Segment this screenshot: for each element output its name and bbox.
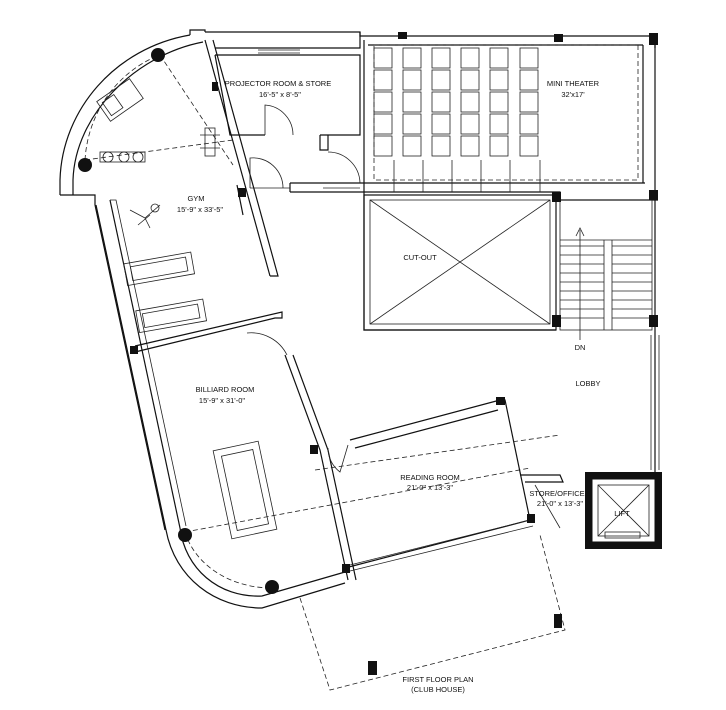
theater-seat [489,69,509,91]
theater-seat [519,91,539,113]
lift [585,472,662,549]
gym-size: 15'-9" x 33'-5" [177,205,223,214]
theater-seat [373,47,393,69]
reading-room-size: 21'-0" x 13'-3" [407,483,453,492]
theater-seat [402,135,422,157]
theater-seat [519,69,539,91]
theater-seat [373,135,393,157]
plan-title-line1: FIRST FLOOR PLAN [402,675,473,684]
theater-seat [489,47,509,69]
lobby-name: LOBBY [575,379,600,388]
gym-walls [84,39,290,353]
gym-equipment [96,78,220,334]
theater-seat [489,135,509,157]
theater-seat [460,113,480,135]
theater-seat [519,47,539,69]
billiard-room [184,332,531,589]
gym-name: GYM [187,194,204,203]
theater-seat [373,113,393,135]
theater-seat [460,47,480,69]
stair-direction-label: DN [575,343,586,352]
theater-seat [402,69,422,91]
outer-walls [59,29,346,609]
theater-seat [460,69,480,91]
theater-seat [519,113,539,135]
projector-room-size: 16'-5" x 8'-5" [259,90,301,99]
lift-name: LIFT [614,509,630,518]
billiard-room-name: BILLIARD ROOM [196,385,255,394]
mini-theater-name: MINI THEATER [547,79,600,88]
theater-seat [489,91,509,113]
cutout-name: CUT-OUT [403,253,437,262]
theater-seat [519,135,539,157]
billiard-room-size: 15'-9" x 31'-0" [199,396,245,405]
top-walls [205,31,658,331]
store-office-size: 21'-0" x 13'-3" [537,499,583,508]
theater-seat [460,91,480,113]
cutout-area [363,194,557,331]
theater-seat [431,69,451,91]
theater-seat [402,113,422,135]
balcony-outline [299,534,566,691]
theater-seat [431,91,451,113]
east-wall [650,200,660,472]
theater-seat [460,135,480,157]
store-office-name: STORE/OFFICE [529,489,584,498]
projector-room-walls [214,54,361,189]
columns [78,32,658,675]
staircase [559,199,653,340]
projector-room-name: PROJECTOR ROOM & STORE [225,79,331,88]
plan-title-line2: (CLUB HOUSE) [411,685,465,694]
theater-seat [402,47,422,69]
theater-seat [431,47,451,69]
mini-theater-size: 32'x17' [561,90,585,99]
room-labels: PROJECTOR ROOM & STORE 16'-5" x 8'-5" MI… [177,79,630,694]
theater-seating [373,44,639,192]
theater-seat [373,69,393,91]
theater-seat [431,113,451,135]
reading-room-name: READING ROOM [400,473,460,482]
theater-seat [489,113,509,135]
theater-seat [431,135,451,157]
theater-seat [373,91,393,113]
theater-seat [402,91,422,113]
